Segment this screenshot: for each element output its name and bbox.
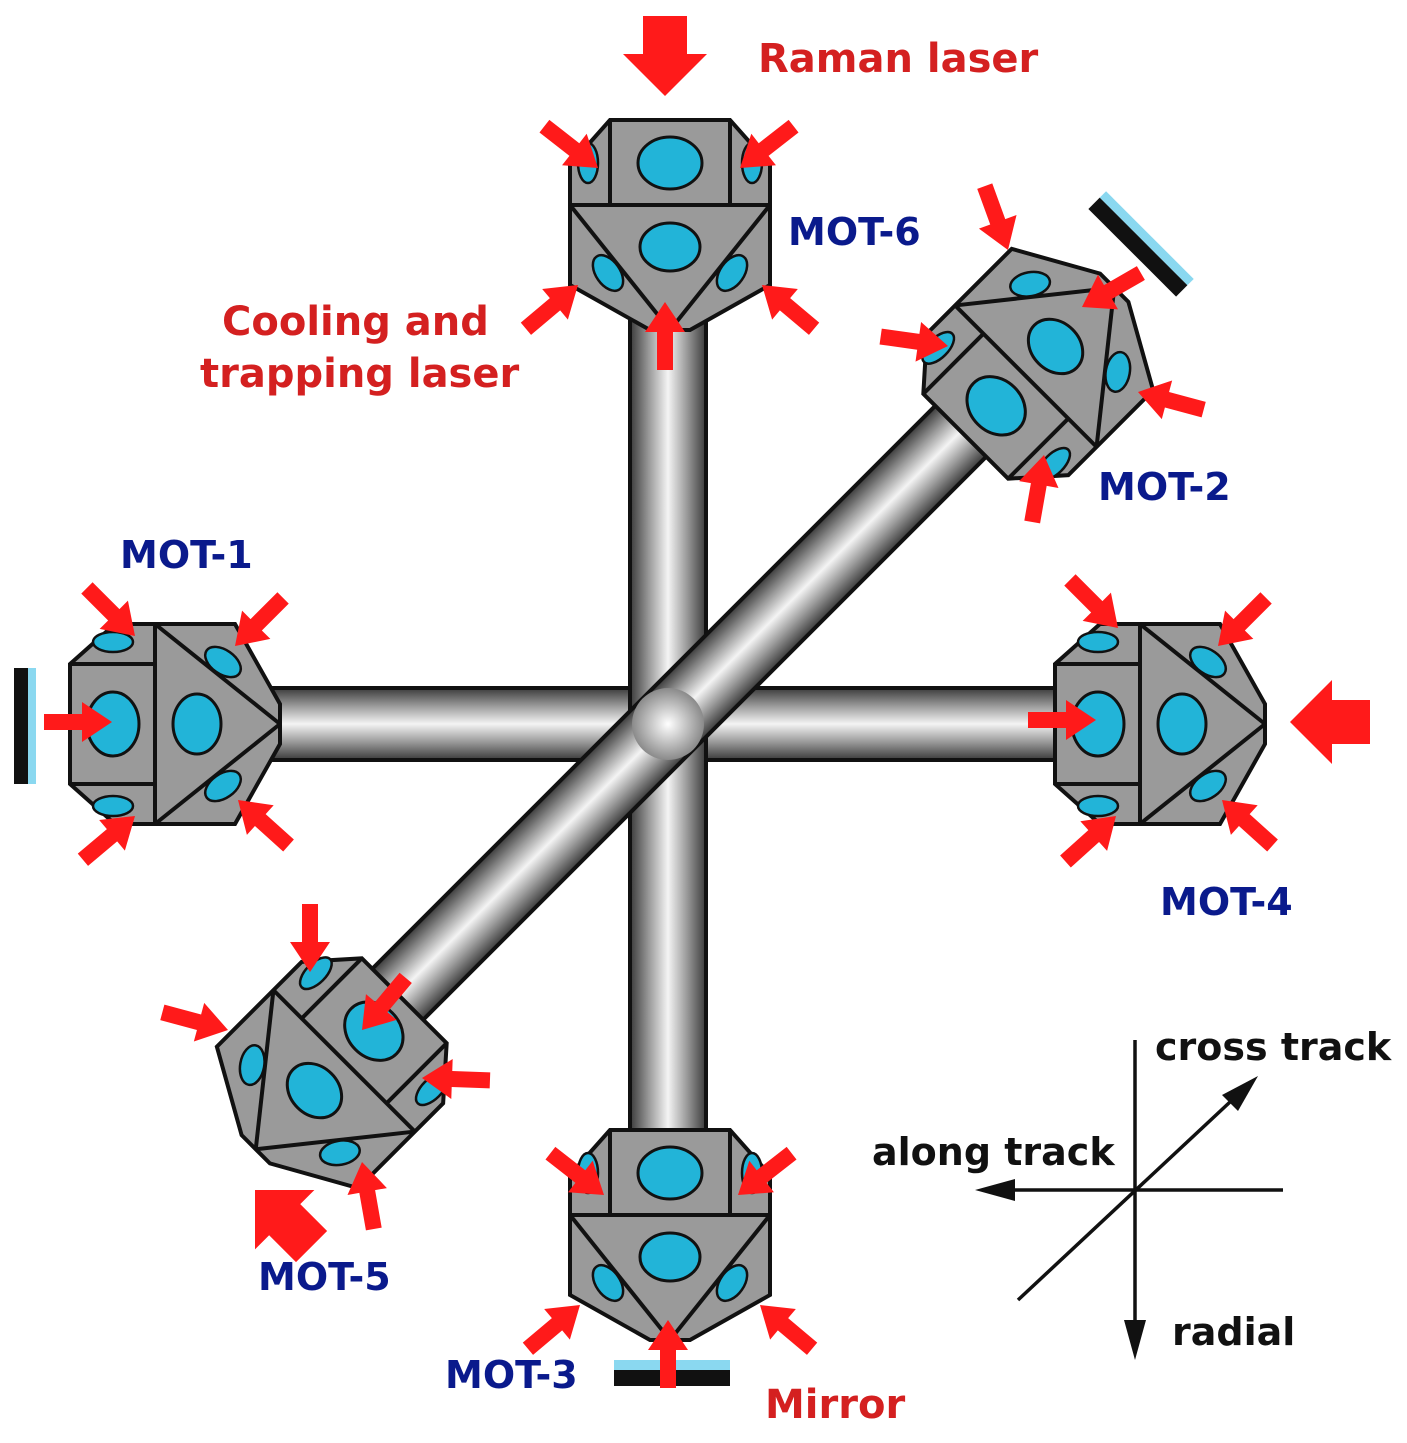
- axis-cross-track: [1016, 1086, 1247, 1302]
- mot4-label: MOT-4: [1160, 880, 1293, 924]
- mot1-label: MOT-1: [120, 533, 253, 577]
- coordinate-axes: [975, 1040, 1283, 1360]
- vacuum-tubes: [268, 318, 1072, 1152]
- radial-label: radial: [1172, 1310, 1295, 1354]
- cross-track-arrowhead: [1222, 1076, 1258, 1111]
- mirror-icon-mot1: [14, 668, 36, 784]
- mot3-chamber: [568, 1128, 772, 1342]
- tube-junction: [632, 688, 704, 760]
- cooling-laser-label-line1: Cooling and: [222, 299, 489, 345]
- mirror-icon-mot2: [1088, 191, 1194, 297]
- mot3-label: MOT-3: [445, 1353, 578, 1397]
- radial-arrowhead: [1124, 1320, 1146, 1360]
- along-track-label: along track: [872, 1130, 1115, 1174]
- along-track-arrowhead: [975, 1179, 1015, 1201]
- cooling-laser-label-line2: trapping laser: [200, 351, 519, 397]
- mot6-chamber: [568, 118, 772, 332]
- mot6-label: MOT-6: [788, 210, 921, 254]
- mot5-label: MOT-5: [258, 1255, 391, 1299]
- mot2-label: MOT-2: [1098, 465, 1231, 509]
- raman-arrow-right: [1290, 680, 1370, 764]
- raman-laser-label: Raman laser: [758, 36, 1039, 82]
- cross-track-label: cross track: [1155, 1025, 1392, 1069]
- raman-arrow-top: [623, 16, 707, 96]
- mirror-label: Mirror: [765, 1382, 905, 1428]
